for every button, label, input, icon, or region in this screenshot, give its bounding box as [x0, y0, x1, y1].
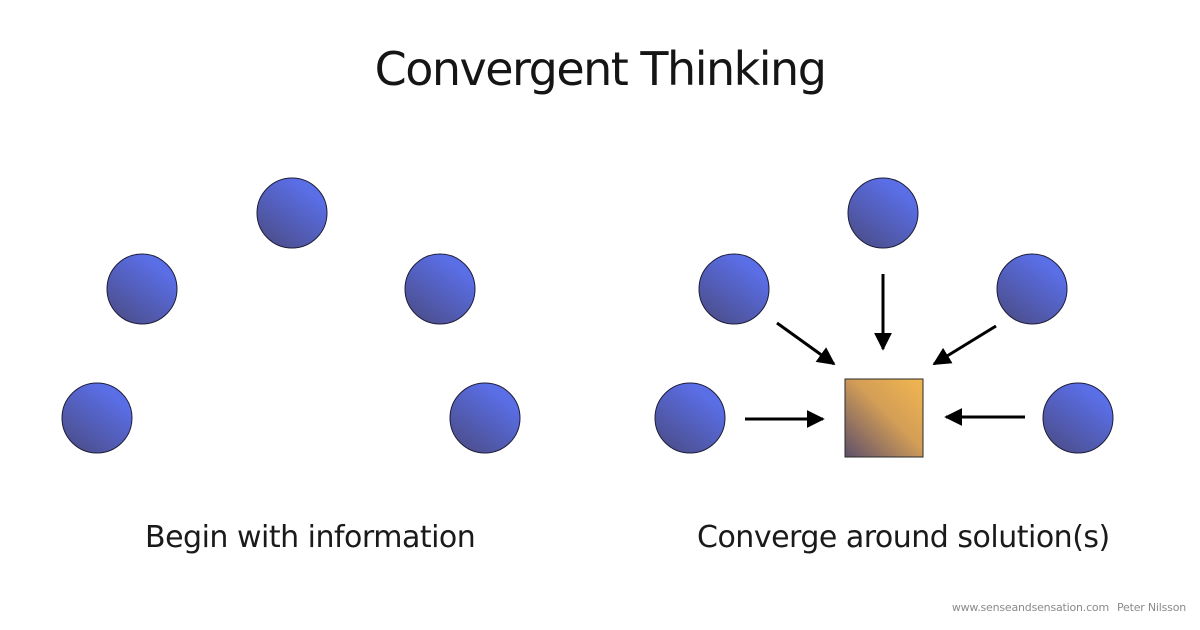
right-panel-nodes	[654, 177, 1114, 454]
info-node	[449, 382, 521, 454]
info-node	[847, 177, 919, 249]
credit-author: Peter Nilsson	[1116, 601, 1186, 614]
solution-square	[844, 378, 924, 458]
info-node	[698, 253, 770, 325]
arrow-upper-right	[932, 324, 997, 366]
info-node	[1042, 382, 1114, 454]
info-node	[256, 177, 328, 249]
info-node	[106, 253, 178, 325]
arrow-upper-left	[776, 321, 836, 366]
convergence-arrows	[745, 274, 1025, 428]
credit-site: www.senseandsensation.com	[951, 601, 1109, 614]
info-node	[996, 253, 1068, 325]
credit-line: www.senseandsensation.com Peter Nilsson	[952, 601, 1186, 614]
left-caption: Begin with information	[145, 520, 476, 555]
info-node	[654, 382, 726, 454]
info-node	[404, 253, 476, 325]
info-node	[61, 382, 133, 454]
right-caption: Converge around solution(s)	[697, 520, 1110, 555]
page-title: Convergent Thinking	[374, 42, 827, 96]
left-panel-nodes	[61, 177, 521, 454]
